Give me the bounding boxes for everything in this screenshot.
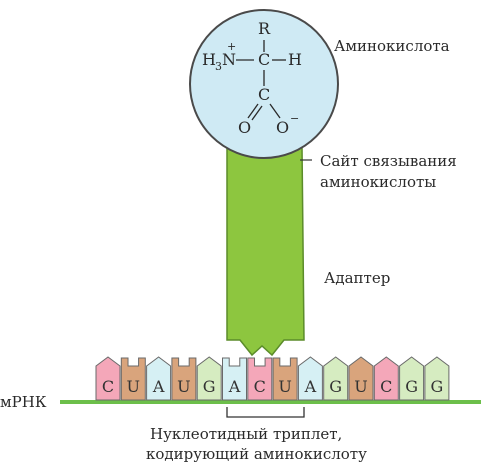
nucleotide-shape bbox=[120, 357, 146, 401]
nucleotide-letter: G bbox=[431, 377, 444, 396]
nucleotide-6: A bbox=[222, 357, 247, 401]
nucleotide-7: C bbox=[247, 357, 273, 401]
nucleotide-letter: G bbox=[329, 377, 342, 396]
chem-h-subscript: 3 bbox=[215, 60, 222, 73]
chem-o-left: O bbox=[238, 118, 251, 137]
label-triplet-line1: Нуклеотидный триплет, bbox=[150, 425, 343, 443]
nucleotide-shape bbox=[297, 356, 323, 401]
bond-c-o-double-a bbox=[247, 103, 259, 119]
triplet-bracket bbox=[226, 407, 305, 418]
chem-r: R bbox=[258, 19, 271, 38]
chem-h-right: H bbox=[288, 50, 302, 69]
label-triplet-line2: кодирующий аминокислоту bbox=[146, 445, 367, 463]
nucleotide-letter: G bbox=[203, 377, 216, 396]
chem-c-carboxyl: C bbox=[258, 85, 270, 104]
nucleotide-11: U bbox=[348, 356, 374, 401]
nucleotide-shape bbox=[272, 357, 298, 401]
amino-acid-molecule: R H 3 N + C H C O O − bbox=[189, 9, 339, 159]
label-mrna: мРНК bbox=[0, 393, 47, 411]
nucleotide-letter: U bbox=[127, 377, 140, 396]
bond-c-o-single bbox=[269, 103, 281, 119]
nucleotide-shape bbox=[373, 356, 399, 401]
adapter-molecule bbox=[226, 141, 312, 357]
nucleotide-12: C bbox=[373, 356, 399, 401]
nucleotide-4: U bbox=[171, 357, 197, 401]
nucleotide-5: G bbox=[196, 356, 222, 401]
nucleotide-letter: A bbox=[152, 377, 165, 396]
nucleotide-shape bbox=[95, 356, 121, 401]
nucleotide-shape bbox=[247, 357, 273, 401]
nucleotide-13: G bbox=[399, 356, 425, 401]
nucleotide-letter: C bbox=[380, 377, 392, 396]
nucleotide-14: G bbox=[424, 356, 450, 401]
adapter-body bbox=[226, 141, 305, 357]
nucleotide-2: U bbox=[120, 357, 146, 401]
label-amino-acid: Аминокислота bbox=[334, 37, 450, 55]
chem-o-charge: − bbox=[290, 112, 299, 125]
label-binding-site-line1: Сайт связывания bbox=[320, 152, 457, 170]
nucleotide-shape bbox=[146, 356, 172, 401]
chem-c-alpha: C bbox=[258, 50, 270, 69]
nucleotide-shape bbox=[196, 356, 222, 401]
nucleotide-shape bbox=[348, 356, 374, 401]
label-adapter: Адаптер bbox=[324, 269, 391, 287]
nucleotide-shape bbox=[171, 357, 197, 401]
label-binding-site-line2: аминокислоты bbox=[320, 173, 437, 191]
nucleotide-shape bbox=[399, 356, 425, 401]
chem-o-right: O bbox=[276, 118, 289, 137]
nucleotide-8: U bbox=[272, 357, 298, 401]
chem-h: H bbox=[202, 50, 216, 69]
nucleotide-1: C bbox=[95, 356, 121, 401]
chem-n-charge: + bbox=[227, 40, 236, 53]
nucleotide-letter: A bbox=[304, 377, 317, 396]
nucleotide-shape bbox=[323, 356, 349, 401]
nucleotide-letter: U bbox=[177, 377, 190, 396]
nucleotide-3: A bbox=[146, 356, 172, 401]
nucleotide-letter: U bbox=[278, 377, 291, 396]
nucleotide-letter: C bbox=[254, 377, 266, 396]
bond-c-o-double-b bbox=[251, 105, 263, 121]
nucleotide-9: A bbox=[297, 356, 323, 401]
chem-n: N bbox=[222, 50, 236, 69]
nucleotide-letter: C bbox=[102, 377, 114, 396]
nucleotide-letter: U bbox=[354, 377, 367, 396]
nucleotide-shape bbox=[424, 356, 450, 401]
nucleotide-shape bbox=[222, 357, 247, 401]
nucleotide-letter: A bbox=[228, 377, 241, 396]
nucleotide-letter: G bbox=[405, 377, 418, 396]
nucleotide-10: G bbox=[323, 356, 349, 401]
